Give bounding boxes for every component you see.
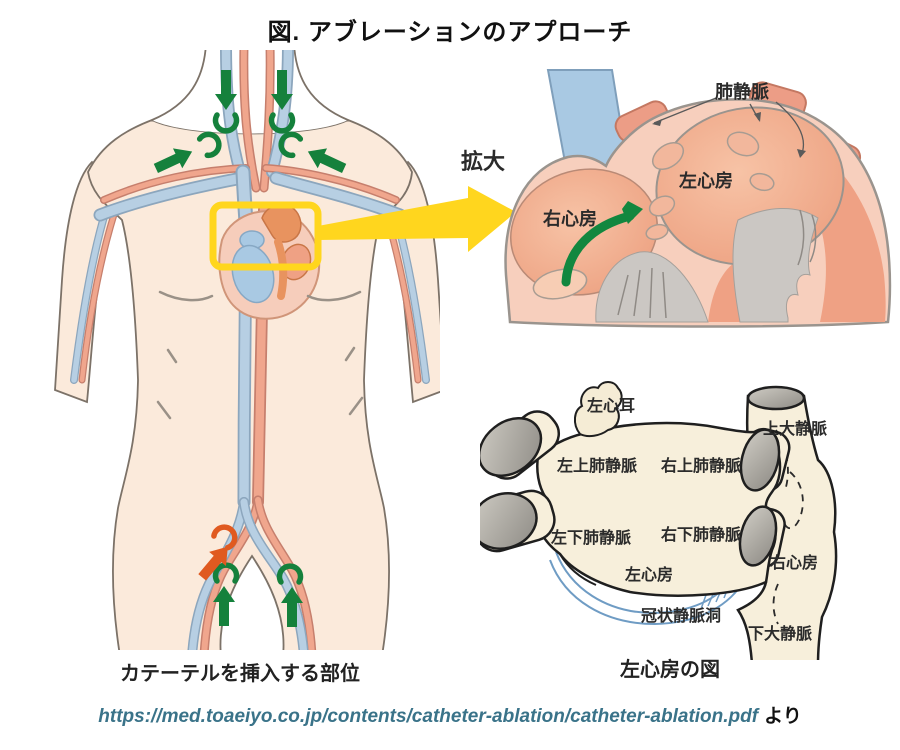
magnify-arrow xyxy=(318,186,516,252)
body-illustration xyxy=(54,50,440,650)
la-label-cs: 冠状静脈洞 xyxy=(641,608,722,625)
svc-opening xyxy=(746,385,806,411)
trapezius-lines xyxy=(151,50,349,121)
neck-cutout xyxy=(152,50,348,134)
chordae-lines xyxy=(617,209,817,319)
transseptal-arrow xyxy=(561,201,643,287)
left-atrial-appendage xyxy=(574,381,623,438)
source-url-link[interactable]: https://med.toaeiyo.co.jp/contents/cathe… xyxy=(98,706,759,727)
pv-ostia xyxy=(645,131,775,241)
inset-label-right-atrium: 右心房 xyxy=(543,209,597,229)
la-label-ripv: 右下肺静脈 xyxy=(661,527,742,544)
source-line: https://med.toaeiyo.co.jp/contents/cathe… xyxy=(0,701,900,728)
la-label-la: 左心房 xyxy=(625,567,674,584)
fossa-opening xyxy=(532,268,588,300)
trunk-vessels xyxy=(93,50,407,650)
left-atrium-diagram xyxy=(480,381,838,660)
catheter-arrows-green xyxy=(153,70,347,627)
caption-body: カテーテルを挿入する部位 xyxy=(120,663,360,685)
la-label-ra: 右心房 xyxy=(770,555,819,572)
catheter-arrow-orange xyxy=(198,524,238,581)
la-bottom-edge-hint xyxy=(559,553,597,586)
source-suffix: より xyxy=(764,706,802,727)
la-label-ivc: 下大静脈 xyxy=(748,626,813,643)
la-label-appendage: 左心耳 xyxy=(587,398,636,415)
body-detail-lines xyxy=(156,290,364,420)
inset-label-pulmonary-vein: 肺静脈 xyxy=(715,82,769,102)
caption-atrium: 左心房の図 xyxy=(620,659,720,681)
la-label-lipv: 左下肺静脈 xyxy=(551,530,632,547)
pv-label-arrows xyxy=(652,97,806,158)
pv-openings-gray xyxy=(480,417,781,567)
magnify-label: 拡大 xyxy=(461,149,506,174)
figure-title: 図. アブレーションのアプローチ xyxy=(267,19,633,46)
heart-inset-illustration xyxy=(504,69,892,328)
la-label-svc: 上大静脈 xyxy=(763,421,828,438)
inset-label-left-atrium: 左心房 xyxy=(679,171,733,191)
la-label-rspv: 右上肺静脈 xyxy=(661,458,742,475)
la-label-lspv: 左上肺静脈 xyxy=(557,458,638,475)
